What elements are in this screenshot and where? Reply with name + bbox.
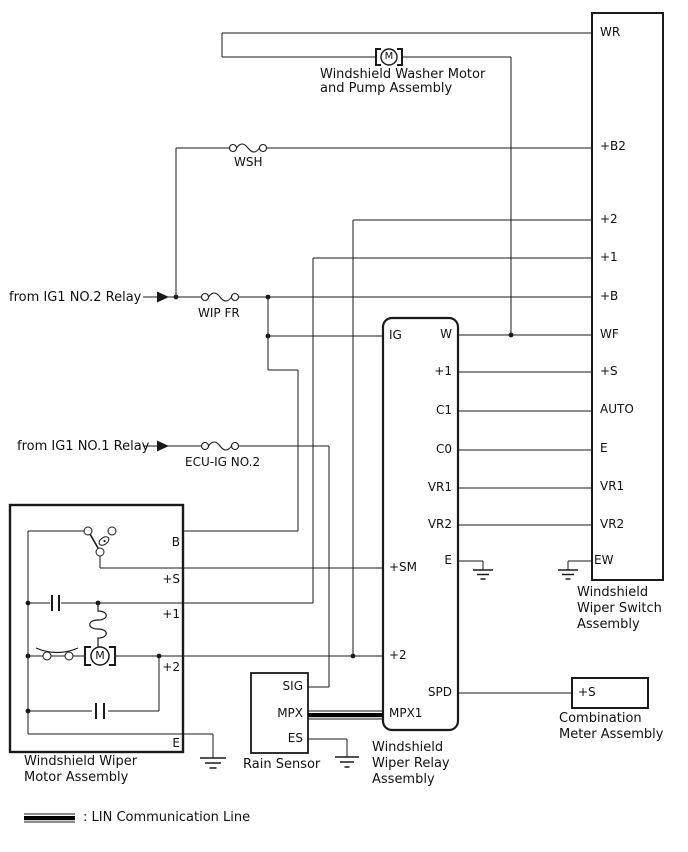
wiper-motor-icon <box>84 646 116 666</box>
fuse-wsh-label: WSH <box>234 155 263 169</box>
source-ig1-no2-label: from IG1 NO.2 Relay <box>9 290 142 305</box>
ground-motor-e-icon <box>200 757 226 769</box>
switch-label-2: Wiper Switch <box>577 601 662 616</box>
switch-pin-e: E <box>600 441 608 455</box>
relay-pin-vr1: VR1 <box>427 480 452 494</box>
relay-label-1: Windshield <box>372 740 444 755</box>
switch-pin-pb: +B <box>600 289 619 303</box>
switch-label-3: Assembly <box>577 617 640 632</box>
legend-lin-label: : LIN Communication Line <box>83 810 251 825</box>
wire-washer-loop <box>221 33 512 335</box>
switch-pin-b2: +B2 <box>600 139 626 153</box>
relay-pin-spd: SPD <box>427 685 452 699</box>
legend-lin-sample <box>24 813 75 823</box>
switch-pin-wf: WF <box>600 327 619 341</box>
washer-motor-icon <box>375 48 403 66</box>
fuse-wsh-icon <box>228 143 268 153</box>
switch-pin-wr: WR <box>600 25 621 39</box>
meter-label-1: Combination <box>559 711 642 726</box>
combination-meter-box <box>571 677 649 709</box>
rain-pin-mpx: MPX <box>277 706 303 720</box>
relay-pin-e: E <box>444 553 452 567</box>
capacitor2-icon <box>95 703 105 719</box>
relay-pin-p1: +1 <box>434 364 452 378</box>
switch-pin-p2: +2 <box>600 212 618 226</box>
switch-pin-ew: EW <box>594 553 614 567</box>
wire-motor-plus2 <box>28 655 183 711</box>
washer-motor-label-1: Windshield Washer Motor <box>320 67 486 82</box>
relay-pin-mpx1: MPX1 <box>389 706 423 720</box>
motor-pin-p2: +2 <box>162 660 180 674</box>
switch-pin-auto: AUTO <box>600 402 634 416</box>
ground-relay-e-icon <box>473 569 493 580</box>
lin-line <box>308 710 383 720</box>
relay-pin-p2: +2 <box>389 648 407 662</box>
junction-dots <box>25 294 514 714</box>
motor-label-2: Motor Assembly <box>24 770 129 785</box>
relay-pin-w: W <box>440 327 452 341</box>
relay-label-2: Wiper Relay <box>372 756 450 771</box>
fuse-wip-fr-icon <box>200 292 240 302</box>
rain-pin-es: ES <box>287 731 303 745</box>
relay-pin-sm: +SM <box>389 560 418 574</box>
wire-es-ground <box>308 738 348 757</box>
inductor-icon <box>89 603 107 647</box>
meter-label-2: Meter Assembly <box>559 727 664 742</box>
wire-switch-plus2 <box>352 219 592 656</box>
relay-pin-ig: IG <box>389 328 402 342</box>
ground-ew-icon <box>558 569 578 580</box>
relay-pin-c0: C0 <box>435 442 452 456</box>
fuse-wip-fr-label: WIP FR <box>198 306 240 320</box>
wire-ew-ground <box>567 560 592 570</box>
wiper-motor-letter: M <box>95 649 105 662</box>
switch-label-1: Windshield <box>577 585 649 600</box>
park-switch-icon <box>83 526 117 557</box>
switch-pin-vr1: VR1 <box>600 479 625 493</box>
capacitor1-icon <box>51 595 60 611</box>
fuse-ecu-ig-label: ECU-IG NO.2 <box>185 455 261 469</box>
wire-relay-e-ground <box>458 560 484 570</box>
washer-motor-letter: M <box>384 51 394 62</box>
commutator-icon <box>35 647 79 661</box>
motor-pin-p1: +1 <box>162 607 180 621</box>
rain-sensor-label: Rain Sensor <box>243 757 321 772</box>
wiper-motor-box <box>8 503 185 754</box>
relay-pin-c1: C1 <box>435 403 452 417</box>
wire-ecu-ig-sig <box>143 445 330 688</box>
switch-pin-vr2: VR2 <box>600 517 625 531</box>
fuse-ecu-ig-icon <box>200 441 240 451</box>
arrow-ig1-no2 <box>157 291 169 303</box>
wiper-relay-box <box>381 316 460 732</box>
meter-pin-ps: +S <box>578 685 596 699</box>
motor-pin-ps: +S <box>162 572 180 586</box>
rain-pin-sig: SIG <box>282 679 303 693</box>
wire-park-switch-out <box>99 556 183 569</box>
motor-pin-b: B <box>171 535 180 549</box>
wiper-switch-box <box>591 12 664 581</box>
arrow-ig1-no1 <box>157 440 169 452</box>
source-ig1-no1-label: from IG1 NO.1 Relay <box>17 439 150 454</box>
switch-pin-p1: +1 <box>600 250 618 264</box>
switch-pin-ps: +S <box>600 364 618 378</box>
wire-b2-wsh <box>175 147 592 297</box>
washer-motor-label-2: and Pump Assembly <box>320 81 453 96</box>
ground-es-icon <box>335 756 359 768</box>
wire-ig-b-feed <box>183 297 383 532</box>
relay-pin-vr2: VR2 <box>427 517 452 531</box>
motor-pin-e: E <box>172 736 180 750</box>
motor-label-1: Windshield Wiper <box>24 754 138 769</box>
wire-switch-plus1 <box>183 257 592 604</box>
relay-label-3: Assembly <box>372 772 435 787</box>
